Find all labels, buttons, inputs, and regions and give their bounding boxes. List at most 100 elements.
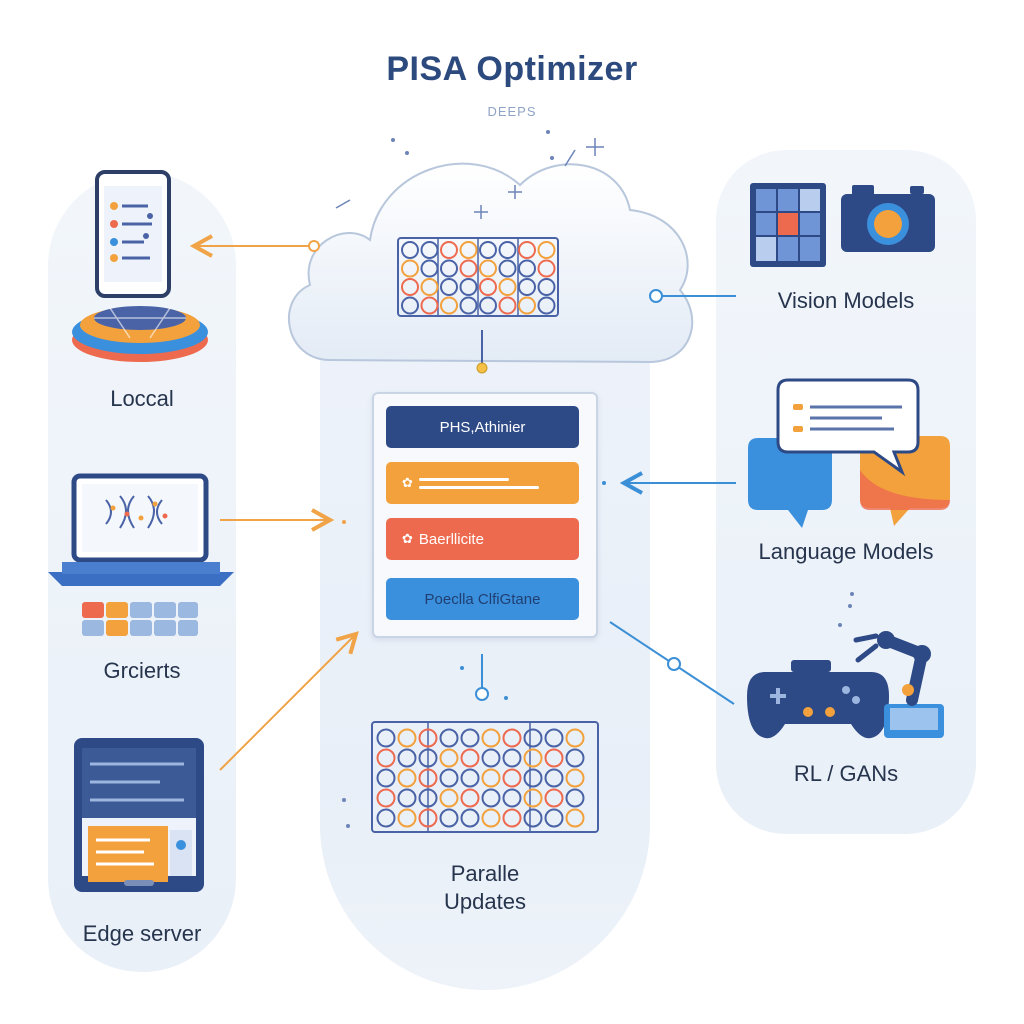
neuron-node — [397, 788, 417, 808]
parallel-updates-line2: Updates — [444, 889, 526, 914]
neuron-node — [502, 728, 522, 748]
neuron-node — [460, 788, 480, 808]
neuron-node — [518, 296, 536, 315]
neuron-node — [459, 296, 478, 315]
parallel-updates-grid-icon — [371, 721, 599, 833]
neuron-node — [440, 278, 458, 296]
neuron-node — [479, 259, 497, 278]
neuron-node — [460, 768, 480, 788]
neuron-node — [460, 748, 480, 768]
image-grid-icon — [750, 183, 826, 267]
smartphone-icon — [95, 170, 171, 298]
optimizer-row-icon: ✿ — [402, 531, 413, 546]
neuron-node — [420, 241, 439, 259]
neuron-node — [479, 278, 497, 296]
parallel-updates-label: Paralle Updates — [372, 860, 598, 916]
optimizer-row-3: ✿ Baerllicite — [386, 518, 579, 560]
neuron-node — [502, 768, 522, 788]
neuron-node — [479, 296, 497, 315]
neuron-node — [440, 296, 458, 315]
optimizer-row-icon: ✿ — [402, 475, 413, 490]
neuron-node — [502, 748, 522, 768]
neuron-node — [544, 788, 564, 808]
node-label-local: Loccal — [110, 386, 174, 411]
diagram-title: PISA Optimizer — [386, 50, 638, 88]
neuron-node — [518, 241, 536, 259]
neuron-node — [439, 728, 459, 748]
robot-arm-icon — [853, 631, 944, 738]
neuron-node — [418, 808, 438, 828]
neuron-node — [481, 768, 501, 788]
neuron-node — [523, 768, 543, 788]
neuron-node — [537, 296, 556, 315]
neuron-node — [481, 728, 501, 748]
neuron-node — [459, 241, 478, 259]
neuron-node — [498, 259, 517, 278]
neuron-node — [518, 278, 536, 296]
laptop-icon — [48, 473, 234, 586]
neuron-node — [439, 788, 459, 808]
optimizer-row-3-label: Baerllicite — [418, 530, 484, 548]
neuron-node — [440, 259, 458, 278]
optimizer-row-2: ✿ — [386, 462, 579, 504]
neuron-node — [420, 259, 439, 278]
neuron-node — [420, 278, 439, 296]
neuron-node — [376, 728, 396, 748]
neuron-node — [523, 788, 543, 808]
chat-bubbles-icon — [748, 378, 950, 528]
neuron-node — [544, 808, 564, 828]
parallel-updates-line1: Paralle — [450, 861, 520, 886]
optimizer-row-lines — [418, 477, 539, 489]
neuron-node — [565, 728, 585, 748]
neuron-node — [518, 259, 536, 278]
neuron-node — [544, 728, 564, 748]
local-device-base-icon — [72, 306, 208, 362]
neuron-node — [439, 768, 459, 788]
neuron-node — [498, 241, 517, 259]
edge-server-icon — [74, 738, 204, 892]
neuron-node — [401, 259, 419, 278]
neuron-node — [565, 748, 585, 768]
neuron-node — [502, 808, 522, 828]
neuron-node — [537, 259, 556, 278]
neuron-node — [376, 748, 396, 768]
node-label-rl-gans: RL / GANs — [793, 761, 899, 786]
neuron-node — [481, 748, 501, 768]
neuron-node — [397, 748, 417, 768]
neuron-node — [565, 808, 585, 828]
neuron-node — [565, 768, 585, 788]
neuron-node — [418, 748, 438, 768]
node-label-clients: Grcierts — [103, 658, 181, 683]
neuron-node — [460, 728, 480, 748]
neuron-node — [401, 241, 419, 259]
neuron-node — [420, 296, 439, 315]
neuron-node — [544, 768, 564, 788]
node-label-edge-server: Edge server — [82, 921, 202, 946]
neuron-node — [498, 278, 517, 296]
neuron-node — [376, 788, 396, 808]
neuron-node — [439, 748, 459, 768]
neuron-node — [418, 768, 438, 788]
game-controller-icon — [747, 660, 889, 739]
neuron-node — [418, 728, 438, 748]
clients-grid-icon — [82, 602, 198, 636]
optimizer-header-bar: PHS,Athinier — [386, 406, 579, 448]
neuron-node — [523, 748, 543, 768]
cloud-icon — [287, 162, 694, 364]
neuron-node — [459, 278, 478, 296]
neuron-node — [376, 808, 396, 828]
neuron-node — [537, 241, 556, 259]
optimizer-header-label: PHS,Athinier — [439, 418, 526, 436]
node-label-vision-models: Vision Models — [777, 288, 915, 313]
optimizer-footer-label: Poeclla ClfiGtane — [424, 590, 541, 608]
neuron-node — [523, 728, 543, 748]
neuron-node — [479, 241, 497, 259]
neuron-node — [502, 788, 522, 808]
neuron-node — [481, 808, 501, 828]
neuron-node — [440, 241, 458, 259]
neuron-node — [523, 808, 543, 828]
neuron-node — [401, 296, 419, 315]
diagram-subtitle: DEEPS — [487, 104, 537, 119]
node-label-language-models: Language Models — [758, 539, 934, 564]
